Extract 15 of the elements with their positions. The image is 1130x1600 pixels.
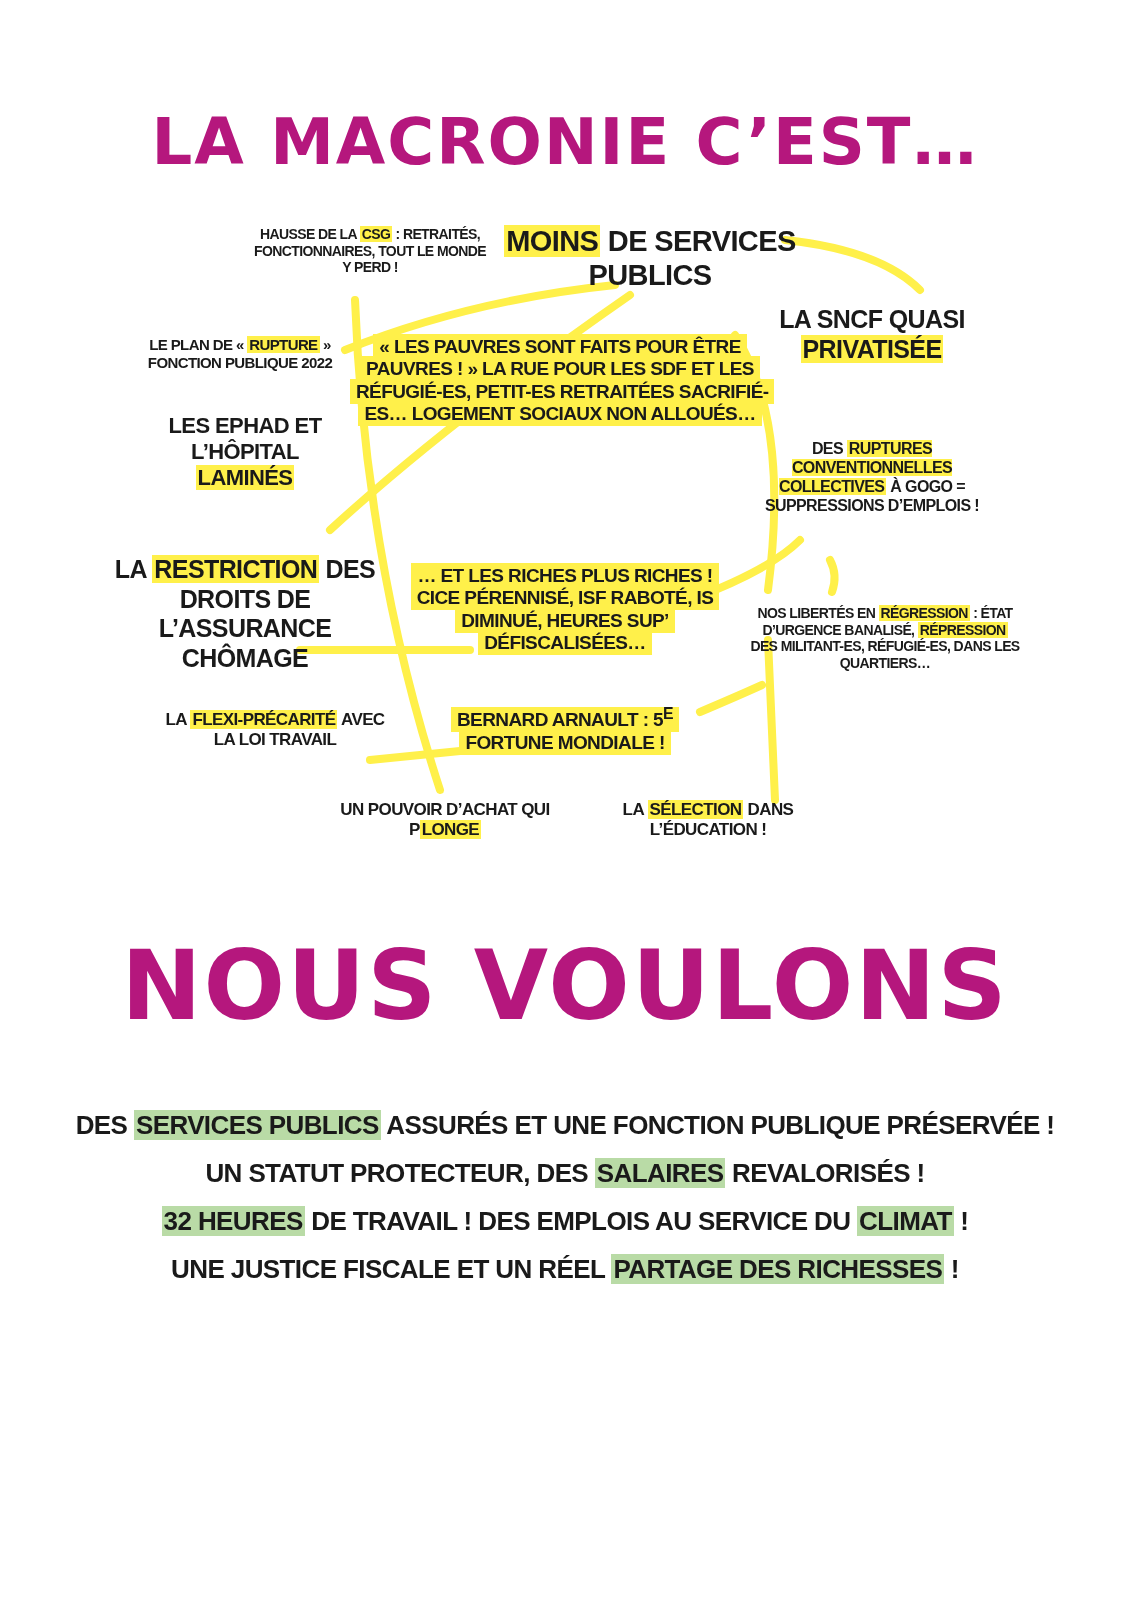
statement-text: LE PLAN DE « RUPTURE » FONCTION PUBLIQUE 2022 (146, 336, 334, 372)
slogan-heading: NOUS VOULONS (120, 930, 1010, 1044)
statement-text: MOINS DE SERVICES PUBLICS (503, 224, 797, 293)
statement-text: UN POUVOIR D’ACHAT QUI PLONGE (339, 800, 551, 841)
statement-text: LES EPHAD ET L’HÔPITAL LAMINÉS (167, 413, 323, 491)
statement-text: LA FLEXI-PRÉCARITÉ AVEC LA LOI TRAVAIL (165, 710, 385, 751)
demand-text: UN STATUT PROTECTEUR, DES SALAIRES REVALORISÉS ! (204, 1158, 926, 1189)
demand-text: UNE JUSTICE FISCALE ET UN RÉEL PARTAGE DES RICHESSES ! (170, 1254, 960, 1285)
poster-title: LA MACRONIE C’EST… (150, 105, 980, 181)
statement-text: LA SNCF QUASI PRIVATISÉE (778, 305, 966, 364)
statement-text: LA RESTRICTION DES DROITS DE L’ASSURANCE CHÔMAGE (113, 555, 377, 673)
statement-text: HAUSSE DE LA CSG : RETRAITÉS, FONCTIONNAIRES, TOUT LE MONDE Y PERD ! (253, 226, 487, 276)
demand-text: 32 HEURES DE TRAVAIL ! DES EMPLOIS AU SERVICE DU CLIMAT ! (160, 1206, 970, 1237)
statement-text: LA SÉLECTION DANS L’ÉDUCATION ! (621, 800, 795, 841)
demand-text: DES SERVICES PUBLICS ASSURÉS ET UNE FONCTION PUBLIQUE PRÉSERVÉE ! (74, 1110, 1056, 1141)
